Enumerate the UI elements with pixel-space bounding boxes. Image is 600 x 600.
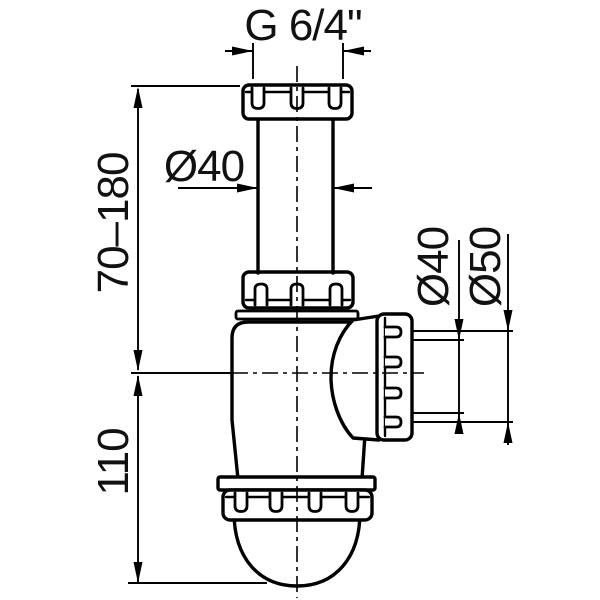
arrow-left-icon — [343, 46, 364, 56]
arrow-up-icon — [133, 375, 143, 396]
arrow-down-icon — [454, 319, 464, 340]
tube-diameter-label: Ø40 — [164, 142, 244, 191]
inlet-tube — [256, 117, 335, 275]
thread-label: G 6/4" — [244, 1, 361, 50]
dimension-outlet-pipe: Ø40 — [409, 227, 464, 434]
arrow-down-icon — [503, 310, 513, 331]
outlet-pipe-diameter-label: Ø40 — [409, 227, 458, 307]
dimension-thread: G 6/4" — [225, 1, 371, 79]
adjustable-height-label: 70–180 — [89, 153, 138, 294]
outlet-nut-diameter-label: Ø50 — [461, 227, 510, 307]
trap-assembly — [216, 83, 414, 588]
arrow-up-icon — [454, 413, 464, 434]
arrow-down-icon — [133, 350, 143, 371]
centerlines — [232, 66, 424, 598]
dimension-body-height: 110 — [89, 372, 267, 584]
dimension-tube-diameter: Ø40 — [164, 142, 372, 193]
arrow-right-icon — [237, 183, 258, 193]
arrow-up-icon — [503, 422, 513, 443]
arrow-left-icon — [333, 183, 354, 193]
dimension-adjustable-height: 70–180 — [89, 85, 240, 371]
bottom-nut-slots — [233, 491, 360, 513]
middle-nut-slots — [253, 282, 344, 307]
outlet-boss — [329, 314, 381, 442]
arrow-down-icon — [133, 562, 143, 583]
arrow-right-icon — [232, 46, 253, 56]
arrow-up-icon — [133, 87, 143, 108]
body-height-label: 110 — [89, 428, 138, 495]
dimension-outlet-nut: Ø50 — [413, 227, 513, 445]
outlet-nut-slots — [383, 325, 403, 429]
